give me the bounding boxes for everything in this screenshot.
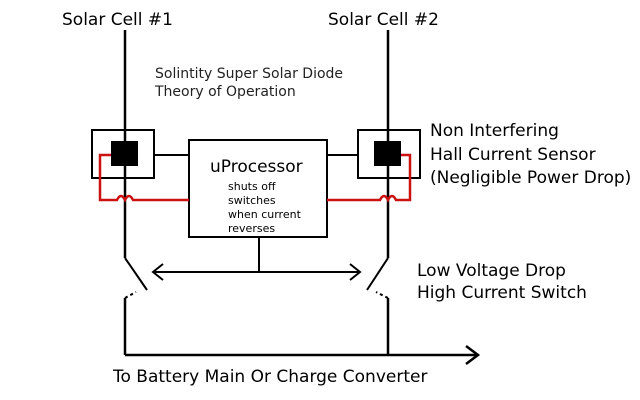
processor-desc-line4: reverses <box>228 222 276 235</box>
switch-control-arrowhead-right <box>349 263 362 281</box>
processor-desc-line3: when current <box>228 208 301 221</box>
switch-label-line1: Low Voltage Drop <box>417 261 566 281</box>
hall-sensor-2-core <box>374 141 401 166</box>
solar-cell-1-label: Solar Cell #1 <box>62 10 173 30</box>
switch-label-line2: High Current Switch <box>417 283 587 303</box>
sensor2-signal-wire <box>327 153 412 203</box>
switch-control-arrowhead-left <box>151 263 164 281</box>
diagram-title-line2: Theory of Operation <box>155 84 296 100</box>
sensor1-signal-wire <box>98 153 189 203</box>
hall-sensor-1-core <box>111 141 138 166</box>
hall-sensor-label-line1: Non Interfering <box>430 121 559 141</box>
processor-box <box>188 139 328 238</box>
hall-sensor-label-line3: (Negligible Power Drop) <box>430 168 632 188</box>
switch-1-contact <box>124 291 137 299</box>
solar-cell-2-label: Solar Cell #2 <box>328 10 439 30</box>
output-label: To Battery Main Or Charge Converter <box>113 367 428 387</box>
diagram-title-line1: Solintity Super Solar Diode <box>155 66 344 82</box>
processor-title: uProcessor <box>210 157 303 177</box>
processor-desc-line1: shuts off <box>228 180 276 193</box>
output-arrowhead <box>465 345 481 365</box>
processor-desc-line2: switches <box>228 194 276 207</box>
hall-sensor-label-line2: Hall Current Sensor <box>430 145 596 165</box>
switch-2-contact <box>375 291 389 299</box>
switch-2-blade <box>366 257 389 291</box>
switch-1-blade <box>124 257 148 291</box>
